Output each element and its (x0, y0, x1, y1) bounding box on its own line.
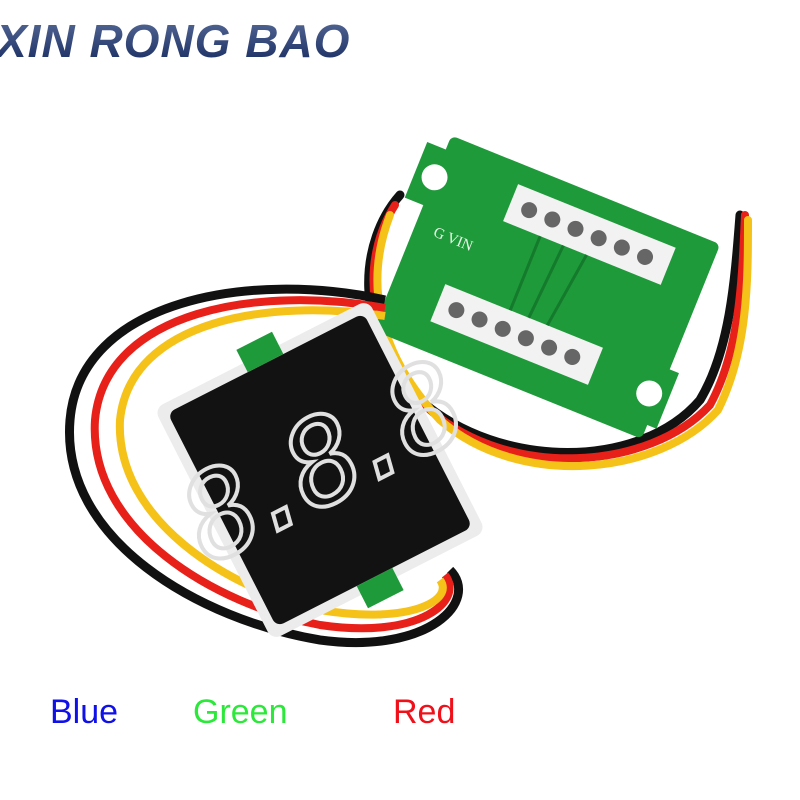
back-pcb: G VIN (374, 137, 719, 438)
wire-label-red: Red (393, 693, 456, 731)
wire-label-blue: Blue (50, 693, 119, 731)
brand-watermark: XIN RONG BAO (0, 14, 350, 68)
wire-label-green: Green (193, 693, 288, 731)
front-wires (65, 284, 464, 648)
